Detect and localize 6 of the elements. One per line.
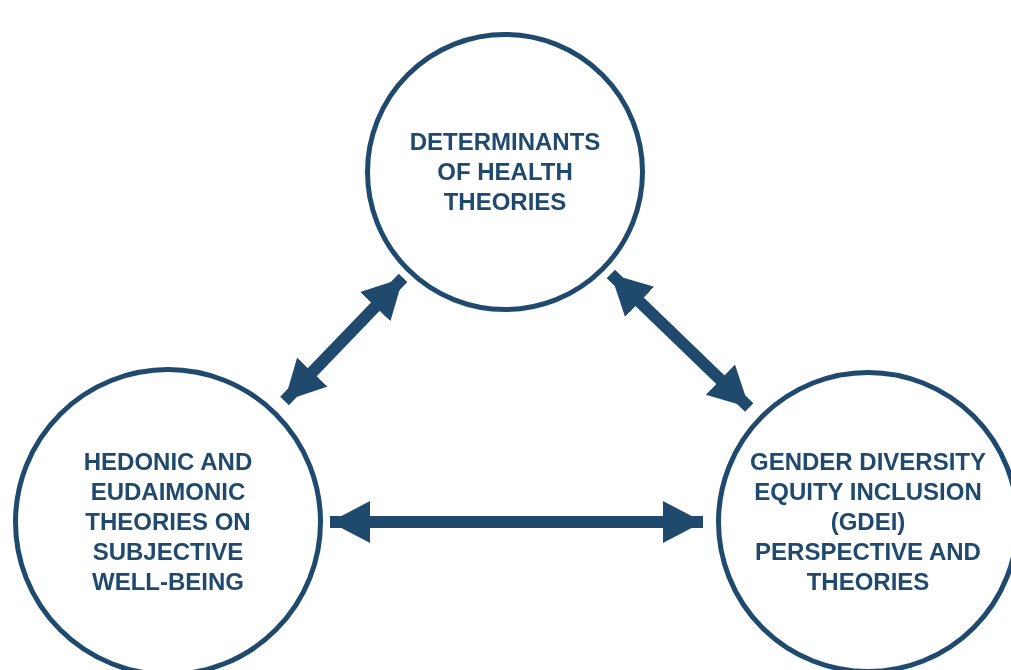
- double-arrow: [330, 501, 703, 543]
- node-label: HEDONIC AND EUDAIMONIC THEORIES ON SUBJECTIVE WELL-BEING: [82, 447, 254, 597]
- node-label: DETERMINANTS OF HEALTH THEORIES: [408, 127, 602, 217]
- double-arrow: [280, 273, 408, 406]
- node-label: GENDER DIVERSITY EQUITY INCLUSION (GDEI) PERSPECTIVE AND THEORIES: [748, 447, 987, 597]
- double-arrow: [606, 269, 754, 412]
